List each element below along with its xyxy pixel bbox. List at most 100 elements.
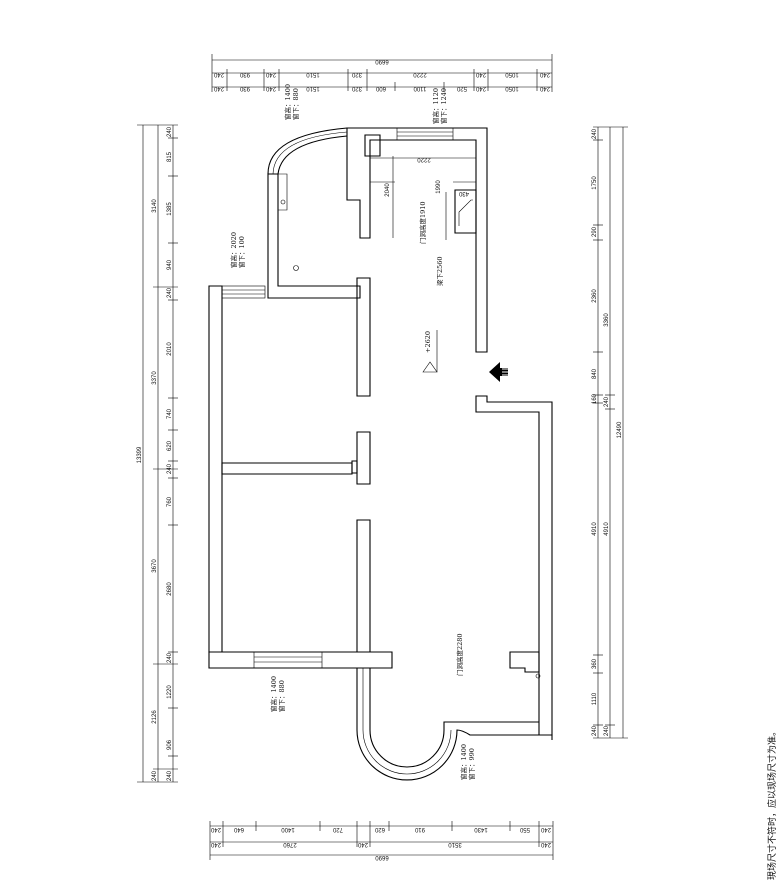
dim-label: 240	[265, 85, 276, 91]
dim-label: 240	[592, 128, 598, 139]
dim-label: 320	[351, 85, 362, 91]
dim-label: 1385	[167, 202, 173, 216]
level-marker: +2620	[422, 330, 438, 373]
dim-label: 240	[540, 826, 551, 832]
bay-window-bottom	[356, 668, 553, 781]
dim-label: 910	[414, 826, 425, 832]
dim-label: 320	[351, 71, 362, 77]
window4-sill-note: 窗下：880	[277, 680, 286, 712]
dim-label: 1050	[505, 71, 519, 77]
right-group-labels: 3360 240 4910 240	[604, 313, 610, 736]
right-dimension-chain: 240 1750 290 2360 840 160 4910 360 1110 …	[592, 126, 628, 739]
dim-label: 2760	[283, 841, 297, 847]
dim-label: 160	[592, 393, 598, 404]
window3-sill-note: 窗下：100	[237, 236, 246, 268]
bottom-dimension-chain: 240 640 1400 720 620 910 1430 550 240 24…	[209, 821, 554, 860]
interior-dim-1990: 1990	[436, 180, 442, 194]
window2-sill-note: 窗下：1240	[439, 88, 448, 124]
window1-height-note: 窗高：1400	[283, 84, 292, 120]
dim-label: 740	[167, 408, 173, 419]
window1-sill-note: 窗下：880	[291, 88, 300, 120]
dim-label: 1400	[281, 826, 295, 832]
dim-label: 240	[167, 463, 173, 474]
dim-label: 2126	[152, 710, 158, 724]
dim-label: 240	[167, 652, 173, 663]
dim-label: 720	[332, 826, 343, 832]
left-group-labels: 3140 3370 3670 2126 240	[152, 199, 158, 781]
right-detail-labels: 240 1750 290 2360 840 160 4910 360 1110 …	[592, 128, 598, 736]
dim-label: 640	[233, 826, 244, 832]
interior-dims: 2220 2040 1990 430	[370, 156, 476, 240]
dim-label: 1100	[413, 85, 427, 91]
dim-label: 360	[592, 658, 598, 669]
dim-label: 1510	[306, 71, 320, 77]
windows	[221, 127, 454, 669]
door-opening-1-note: 门洞高度1910	[418, 201, 427, 244]
window3-height-note: 窗高：2020	[229, 232, 238, 268]
dim-label: 3670	[152, 559, 158, 573]
level-label: +2620	[424, 331, 432, 353]
dim-label: 550	[519, 826, 530, 832]
dim-label: 240	[540, 841, 551, 847]
entrance-arrow-icon	[489, 362, 508, 382]
dim-label: 240	[475, 71, 486, 77]
dim-label: 2360	[592, 289, 598, 303]
dim-label: 240	[213, 85, 224, 91]
annotations: 窗高：1400 窗下：880 窗高：1120 窗下：1240 窗高：2020 窗…	[229, 84, 476, 780]
dim-label: 240	[357, 841, 368, 847]
top-row1-labels: 240 930 240 1510 320 2220 240 1050 240	[213, 71, 550, 77]
dim-label: 2220	[413, 71, 427, 77]
dim-label: 240	[539, 71, 550, 77]
dim-label: 1510	[306, 85, 320, 91]
dim-label: 240	[539, 85, 550, 91]
dim-label: 930	[239, 71, 250, 77]
dim-label: 240	[152, 770, 158, 781]
dim-label: 1110	[592, 692, 598, 705]
top-overall-dim: 6690	[375, 58, 389, 64]
top-row2-labels: 240 930 240 1510 320 600 1100 520 240 10…	[213, 85, 550, 91]
interior-dim-2220: 2220	[417, 156, 431, 162]
dim-label: 620	[167, 440, 173, 451]
dim-label: 1430	[474, 826, 488, 832]
dim-label: 815	[167, 151, 173, 162]
dim-label: 3510	[448, 841, 462, 847]
walls	[208, 127, 553, 736]
dim-label: 240	[604, 725, 610, 736]
dim-label: 240	[167, 770, 173, 781]
dim-label: 840	[592, 368, 598, 379]
window4-height-note: 窗高：1400	[269, 676, 278, 712]
dim-label: 240	[604, 396, 610, 407]
dim-label: 1750	[592, 176, 598, 190]
interior-dim-2040: 2040	[385, 183, 391, 197]
dim-label: 240	[167, 126, 173, 137]
left-detail-labels: 240 815 1385 940 240 2010 740 620 240 76…	[167, 126, 173, 781]
dim-label: 240	[210, 826, 221, 832]
interior-dim-430: 430	[458, 190, 469, 196]
dim-label: 240	[475, 85, 486, 91]
dim-label: 3370	[152, 371, 158, 385]
dim-label: 620	[374, 826, 385, 832]
dim-label: 940	[167, 259, 173, 270]
dim-label: 240	[213, 71, 224, 77]
left-overall-dim: 13399	[137, 446, 143, 463]
dim-label: 240	[592, 725, 598, 736]
bay-window-top	[267, 127, 348, 175]
dim-label: 1220	[167, 685, 173, 699]
window2-height-note: 窗高：1120	[431, 88, 440, 124]
dim-label: 2680	[167, 582, 173, 596]
window5-sill-note: 窗下：990	[467, 748, 476, 780]
dim-label: 930	[239, 85, 250, 91]
dim-label: 1050	[505, 85, 519, 91]
dim-label: 290	[592, 226, 598, 237]
dim-label: 906	[167, 739, 173, 750]
dim-label: 520	[456, 85, 467, 91]
dim-label: 4910	[604, 522, 610, 536]
dim-label: 240	[210, 841, 221, 847]
dim-label: 240	[265, 71, 276, 77]
dim-label: 3140	[152, 199, 158, 213]
dim-label: 600	[375, 85, 386, 91]
right-overall-dim: 12490	[617, 421, 623, 438]
dim-label: 4910	[592, 522, 598, 536]
dim-label: 240	[167, 287, 173, 298]
dim-label: 3360	[604, 313, 610, 327]
